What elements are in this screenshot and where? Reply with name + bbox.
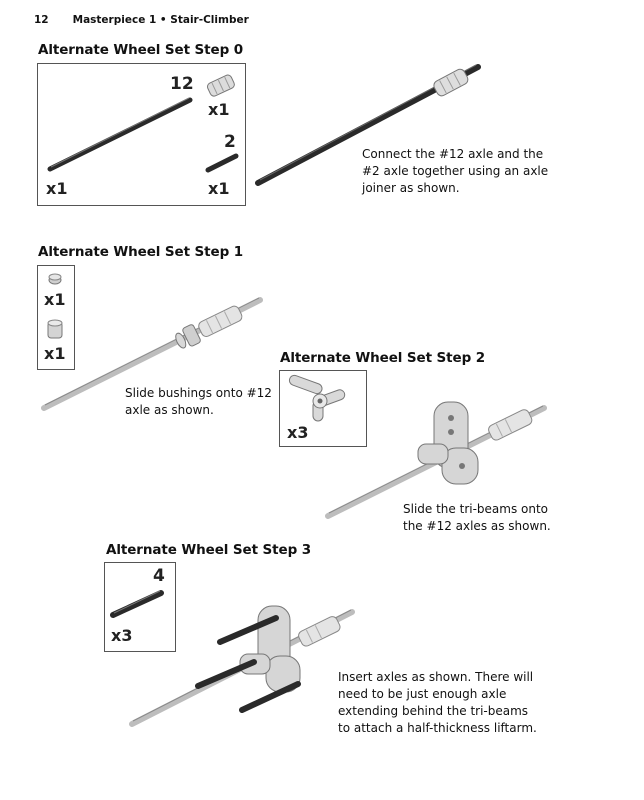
tribeam-part-illustration [288, 374, 346, 422]
axle12-length-label: 12 [170, 74, 194, 94]
step0-title: Alternate Wheel Set Step 0 [38, 42, 244, 58]
step1-title: Alternate Wheel Set Step 1 [38, 244, 244, 260]
axle-joiner-part-illustration [206, 74, 235, 97]
axle12-part-illustration [47, 97, 193, 172]
step0-instruction: Connect the #12 axle and the #2 axle tog… [362, 147, 549, 195]
axle4-qty-label: x3 [111, 626, 133, 645]
half-bushing-part-illustration [47, 319, 63, 339]
page-number: 12 [34, 14, 49, 26]
step2-instruction: Slide the tri-beams onto the #12 axles a… [403, 502, 551, 533]
step1-instruction: Slide bushings onto #12 axle as shown. [125, 386, 272, 417]
axle2-qty-label: x1 [208, 179, 230, 198]
step3-title: Alternate Wheel Set Step 3 [106, 542, 312, 558]
tribeam-qty-label: x3 [287, 423, 309, 442]
step0-assembly-illustration [255, 64, 481, 186]
step3-parts-box: 4 x3 [104, 562, 176, 652]
step2-assembly-illustration [325, 401, 547, 519]
step1-assembly-illustration [41, 297, 263, 411]
axle2-length-label: 2 [224, 132, 236, 152]
bushing-qty-label: x1 [44, 290, 66, 309]
axle2-part-illustration [205, 153, 239, 173]
step3-assembly-illustration [129, 605, 355, 727]
step2-parts-box: x3 [279, 370, 367, 447]
axle4-length-label: 4 [153, 566, 165, 586]
axle12-qty-label: x1 [46, 179, 68, 198]
half-bushing-qty-label: x1 [44, 344, 66, 363]
step1-parts-box: x1 x1 [37, 265, 75, 370]
step2-title: Alternate Wheel Set Step 2 [280, 350, 486, 366]
book-title: Masterpiece 1 • Stair-Climber [72, 14, 249, 26]
joiner-qty-label: x1 [208, 100, 230, 119]
step0-parts-box: 12 x1 x1 2 x1 [37, 63, 246, 206]
bushing-part-illustration [48, 273, 62, 285]
axle4-part-illustration [110, 590, 164, 618]
step3-instruction: Insert axles as shown. There will need t… [338, 670, 537, 735]
running-header: 12 Masterpiece 1 • Stair-Climber [34, 14, 249, 26]
